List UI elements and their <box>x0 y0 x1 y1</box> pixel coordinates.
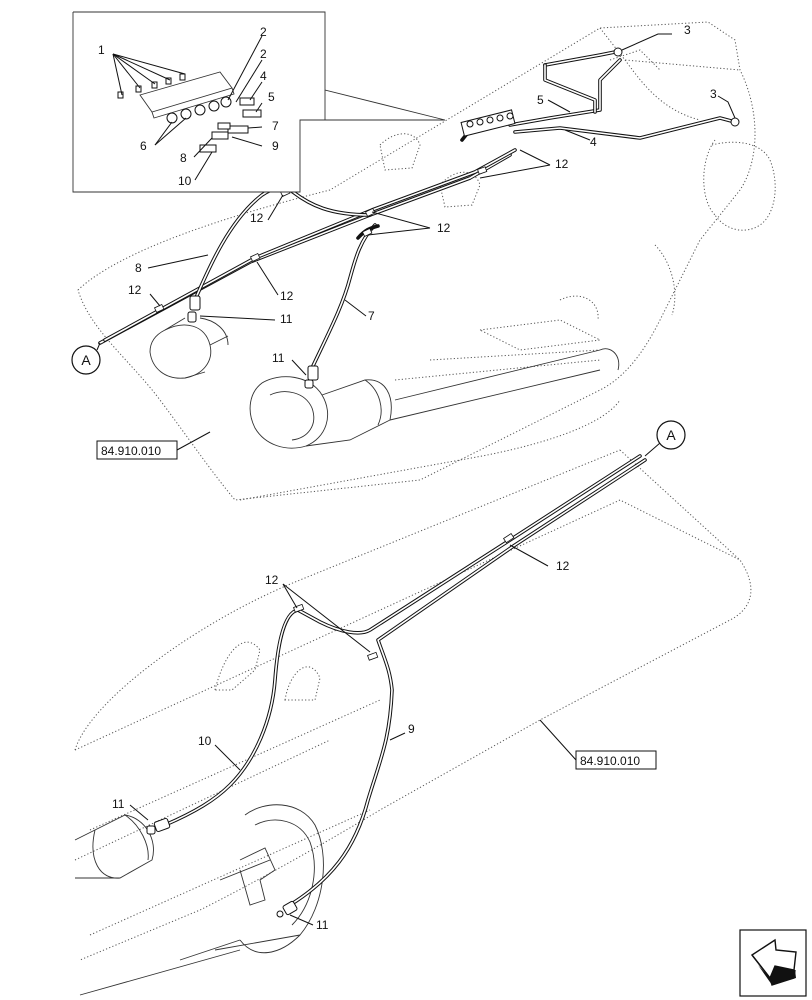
callout-4-a: 4 <box>260 69 267 83</box>
callout-9-a: 9 <box>272 139 279 153</box>
upper-boom-outline <box>77 21 776 501</box>
upper-left-cylinder <box>149 317 229 379</box>
lower-right-cylinder <box>79 804 324 996</box>
callout-5-b: 5 <box>537 93 544 107</box>
callout-12-e: 12 <box>128 283 142 297</box>
callout-11-a: 11 <box>280 312 293 326</box>
callout-7-b: 7 <box>368 309 375 323</box>
callout-3-a: 3 <box>684 23 691 37</box>
callout-4-b: 4 <box>590 135 597 149</box>
callout-12-b: 12 <box>250 211 264 225</box>
upper-fittings <box>187 47 740 389</box>
callout-12-g: 12 <box>265 573 279 587</box>
lower-callouts: 12 12 9 10 11 11 <box>112 544 570 932</box>
callout-8-b: 8 <box>135 261 142 275</box>
arrow-icon <box>739 929 807 997</box>
callout-11-c: 11 <box>112 797 125 811</box>
lower-fittings <box>146 817 298 918</box>
callout-11-b: 11 <box>272 351 285 365</box>
reference-lower: 84.910.010 <box>539 719 657 770</box>
callout-10-a: 10 <box>178 174 192 188</box>
callout-6: 6 <box>140 139 147 153</box>
callout-12-c: 12 <box>437 221 451 235</box>
callout-10-b: 10 <box>198 734 212 748</box>
section-mark-a-lower-label: A <box>666 427 676 443</box>
upper-right-cylinder <box>249 348 620 449</box>
callout-7-a: 7 <box>272 119 279 133</box>
callout-3-b: 3 <box>710 87 717 101</box>
upper-callouts: 3 3 5 4 12 12 12 8 12 12 11 7 11 <box>128 23 736 376</box>
callout-1: 1 <box>98 43 105 57</box>
lower-hydraulic-lines <box>163 454 647 907</box>
callout-2-a: 2 <box>260 25 267 39</box>
callout-2-b: 2 <box>260 47 267 61</box>
callout-12-f: 12 <box>556 559 570 573</box>
callout-12-d: 12 <box>280 289 294 303</box>
lower-left-cylinder <box>74 814 154 879</box>
section-mark-a-upper-label: A <box>81 352 91 368</box>
callout-5-a: 5 <box>268 90 275 104</box>
lower-boom-outline <box>74 449 752 961</box>
callout-11-d: 11 <box>316 918 329 932</box>
section-mark-a-upper: A <box>71 342 101 375</box>
upper-manifold-block <box>460 109 516 137</box>
reference-lower-label: 84.910.010 <box>580 754 640 768</box>
inset-detail: 1 2 2 4 5 7 9 6 8 10 <box>72 11 446 193</box>
callout-12-a: 12 <box>555 157 569 171</box>
reference-upper: 84.910.010 <box>96 431 211 460</box>
reference-upper-label: 84.910.010 <box>101 444 161 458</box>
callout-9-b: 9 <box>408 722 415 736</box>
lower-clamps <box>293 533 515 661</box>
callout-8-a: 8 <box>180 151 187 165</box>
section-mark-a-lower: A <box>644 420 686 457</box>
